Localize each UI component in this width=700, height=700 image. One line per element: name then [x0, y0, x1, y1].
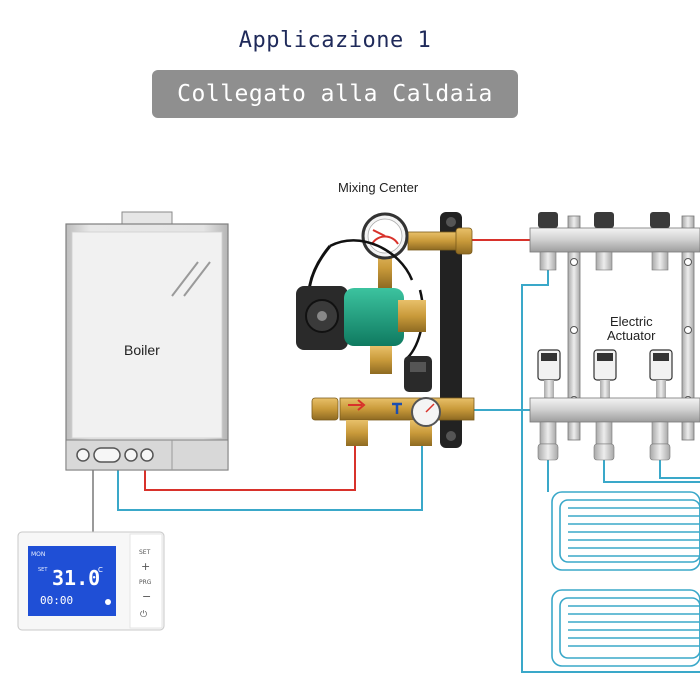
- thermostat: MON SET 31.0 C 00:00 SET + PRG − ⏻: [17, 531, 165, 631]
- pipes: [92, 239, 700, 673]
- floor-heating-coil-lower: [551, 589, 700, 667]
- temperature-gauge-icon: [411, 397, 441, 427]
- mixing-center: Mixing Center: [296, 180, 475, 448]
- actuator-label-line1: Electric: [610, 314, 653, 329]
- boiler-label: Boiler: [124, 342, 160, 358]
- thermostat-lcd: MON SET 31.0 C 00:00: [28, 546, 116, 616]
- lcd-set-label: SET: [38, 567, 48, 573]
- pump-motor: [296, 286, 348, 350]
- mixing-center-label: Mixing Center: [338, 180, 419, 195]
- lcd-clock: 00:00: [40, 594, 73, 607]
- thermostat-prg-button[interactable]: PRG: [139, 579, 152, 586]
- thermostat-plus-button[interactable]: +: [141, 560, 150, 573]
- page-title: Applicazione 1: [238, 28, 432, 53]
- circulation-pump: [344, 288, 426, 374]
- boiler: Boiler: [65, 211, 229, 471]
- thermostatic-valve: [404, 356, 432, 392]
- hot-pipe-boiler: [144, 410, 356, 491]
- lcd-temperature: 31.0: [52, 566, 100, 590]
- actuator-label-line2: Actuator: [607, 328, 656, 343]
- lcd-moon-icon: [105, 599, 111, 605]
- thermostat-minus-button[interactable]: −: [142, 590, 151, 603]
- mounting-bracket: [440, 212, 462, 448]
- boiler-controls: [76, 447, 154, 463]
- pressure-gauge-icon: [361, 212, 409, 288]
- floor-loop-left: [521, 268, 700, 673]
- supply-manifold-bar: [529, 212, 700, 271]
- electric-actuators: [537, 349, 673, 398]
- thermostat-set-button[interactable]: SET: [139, 549, 151, 556]
- cold-pipe-boiler: [117, 440, 423, 511]
- subtitle-banner: Collegato alla Caldaia: [152, 70, 518, 118]
- lcd-mode: MON: [31, 551, 45, 558]
- manifold: Electric Actuator: [529, 212, 700, 461]
- lcd-unit: C: [98, 566, 103, 574]
- floor-heating-coil-upper: [551, 491, 700, 571]
- subtitle-text: Collegato alla Caldaia: [177, 81, 493, 107]
- return-manifold-bar: [529, 397, 700, 461]
- thermostat-power-button[interactable]: ⏻: [140, 609, 147, 620]
